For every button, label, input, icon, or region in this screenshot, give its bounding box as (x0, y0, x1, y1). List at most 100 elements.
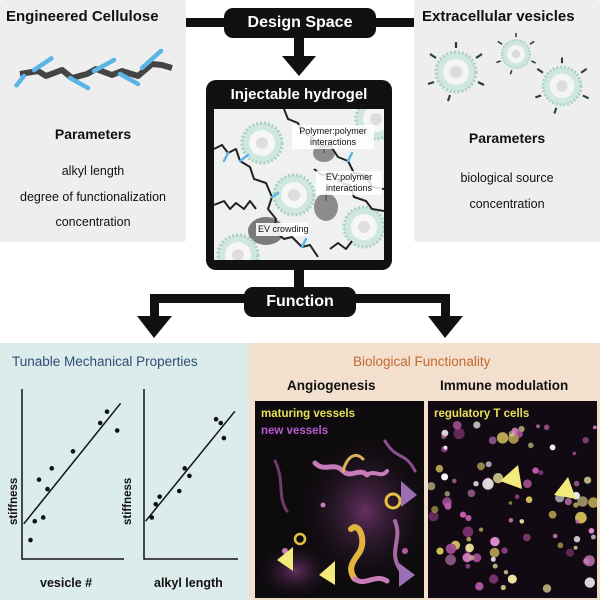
stiffness-vs-vesicle-plot (21, 389, 124, 560)
regulatory-t-cells-legend: regulatory T cells (434, 408, 530, 420)
angiogenesis-micrograph: maturing vessels new vessels (255, 401, 424, 598)
cell-dot (489, 547, 500, 558)
cell-dot (577, 496, 588, 507)
cell-dot (508, 501, 513, 505)
arrow-down-icon (282, 56, 316, 76)
cell-dot (453, 427, 465, 440)
cell-dot (466, 536, 472, 542)
hydrogel-network-icon (214, 109, 384, 260)
data-point (49, 466, 55, 471)
immune-modulation-title: Immune modulation (440, 378, 569, 393)
cell-dot (467, 489, 476, 498)
cell-dot (584, 476, 592, 484)
cellulose-panel: Engineered Cellulose Parameters alkyl le… (0, 0, 186, 242)
data-point (213, 416, 219, 422)
cell-dot (447, 543, 457, 553)
data-point (114, 428, 120, 433)
yellow-arrowhead-icon (554, 477, 576, 499)
cell-dot (452, 478, 457, 484)
cell-dot (528, 442, 534, 449)
cell-dot (479, 527, 484, 532)
cell-dot (443, 445, 448, 450)
cell-dot (515, 430, 523, 438)
hydrogel-illustration: Polymer:polymer interactions EV:polymer … (214, 109, 384, 260)
cell-dot (557, 542, 564, 549)
data-point (36, 477, 42, 482)
cell-dot (489, 574, 499, 584)
cell-dot (525, 496, 533, 503)
plot-axes (21, 389, 124, 560)
data-point (32, 518, 38, 524)
cell-dot (465, 543, 474, 553)
cell-dot (538, 470, 544, 476)
cell-dot (575, 519, 580, 524)
top-connectors (186, 18, 414, 76)
cell-dot (592, 425, 597, 430)
cell-dot (428, 482, 436, 491)
yellow-arrowhead-icon (277, 547, 293, 571)
design-space-label: Design Space (224, 8, 376, 38)
cell-dot (492, 563, 498, 569)
cell-dot (452, 420, 462, 430)
data-point (70, 449, 76, 454)
cell-dot (588, 528, 595, 534)
cell-dot (552, 533, 558, 539)
cell-dot (573, 545, 578, 550)
cell-dot (482, 478, 494, 490)
ev-polymer-interactions-label: EV:polymer interactions (325, 172, 373, 193)
data-point (153, 501, 159, 507)
stiffness-vs-alkyl-plot (143, 389, 238, 560)
cell-dot (490, 556, 496, 562)
trendline (23, 402, 122, 525)
cell-dot (473, 481, 479, 487)
cellulose-param-concentration: concentration (55, 215, 131, 229)
cell-dot (462, 526, 474, 538)
data-point (176, 488, 182, 494)
cell-dot (485, 461, 492, 468)
cell-dot (573, 536, 581, 543)
plot1-ylabel: stiffness (8, 477, 20, 525)
data-point (187, 473, 192, 479)
data-point (149, 515, 155, 520)
plot2-xlabel: alkyl length (154, 576, 223, 590)
cell-dot (441, 473, 449, 481)
mechanical-title: Tunable Mechanical Properties (12, 354, 198, 369)
cell-dot (465, 563, 471, 569)
polymer-interactions-label: Polymer:polymer interactions (299, 126, 367, 147)
cell-dot (477, 462, 485, 471)
cell-dot (565, 548, 575, 557)
cell-dot (588, 497, 597, 508)
cell-dot (519, 519, 525, 524)
angiogenesis-title: Angiogenesis (287, 378, 376, 393)
cell-dot (548, 510, 557, 519)
cell-dot (490, 536, 500, 547)
cell-dot (536, 424, 540, 429)
cellulose-parameters-heading: Parameters (54, 126, 132, 142)
cell-dot (573, 480, 580, 487)
cell-dot (584, 577, 595, 588)
data-point (218, 420, 224, 426)
cell-dot (532, 467, 539, 474)
cell-dot (514, 494, 520, 499)
cell-dot (493, 473, 504, 484)
cell-dot (523, 533, 531, 542)
data-point (40, 515, 46, 520)
new-vessels-legend: new vessels (261, 425, 329, 437)
cell-dot (549, 444, 556, 451)
cell-dot (436, 547, 444, 555)
cell-dot (500, 584, 506, 591)
cell-dot (445, 554, 456, 566)
cell-dot (459, 511, 467, 518)
cell-dot (564, 498, 572, 506)
plot2-ylabel: stiffness (122, 477, 134, 525)
cell-dot (435, 464, 444, 473)
cell-dot (542, 584, 552, 593)
cell-dot (583, 555, 595, 567)
immune-micrograph: regulatory T cells (428, 401, 597, 598)
vesicles-parameters-heading: Parameters (468, 130, 546, 146)
cell-dot (488, 436, 497, 445)
biological-title: Biological Functionality (353, 354, 491, 369)
plot-axes (143, 389, 238, 560)
vesicles-param-concentration: concentration (469, 197, 545, 211)
arrow-right-down-icon (428, 316, 463, 338)
